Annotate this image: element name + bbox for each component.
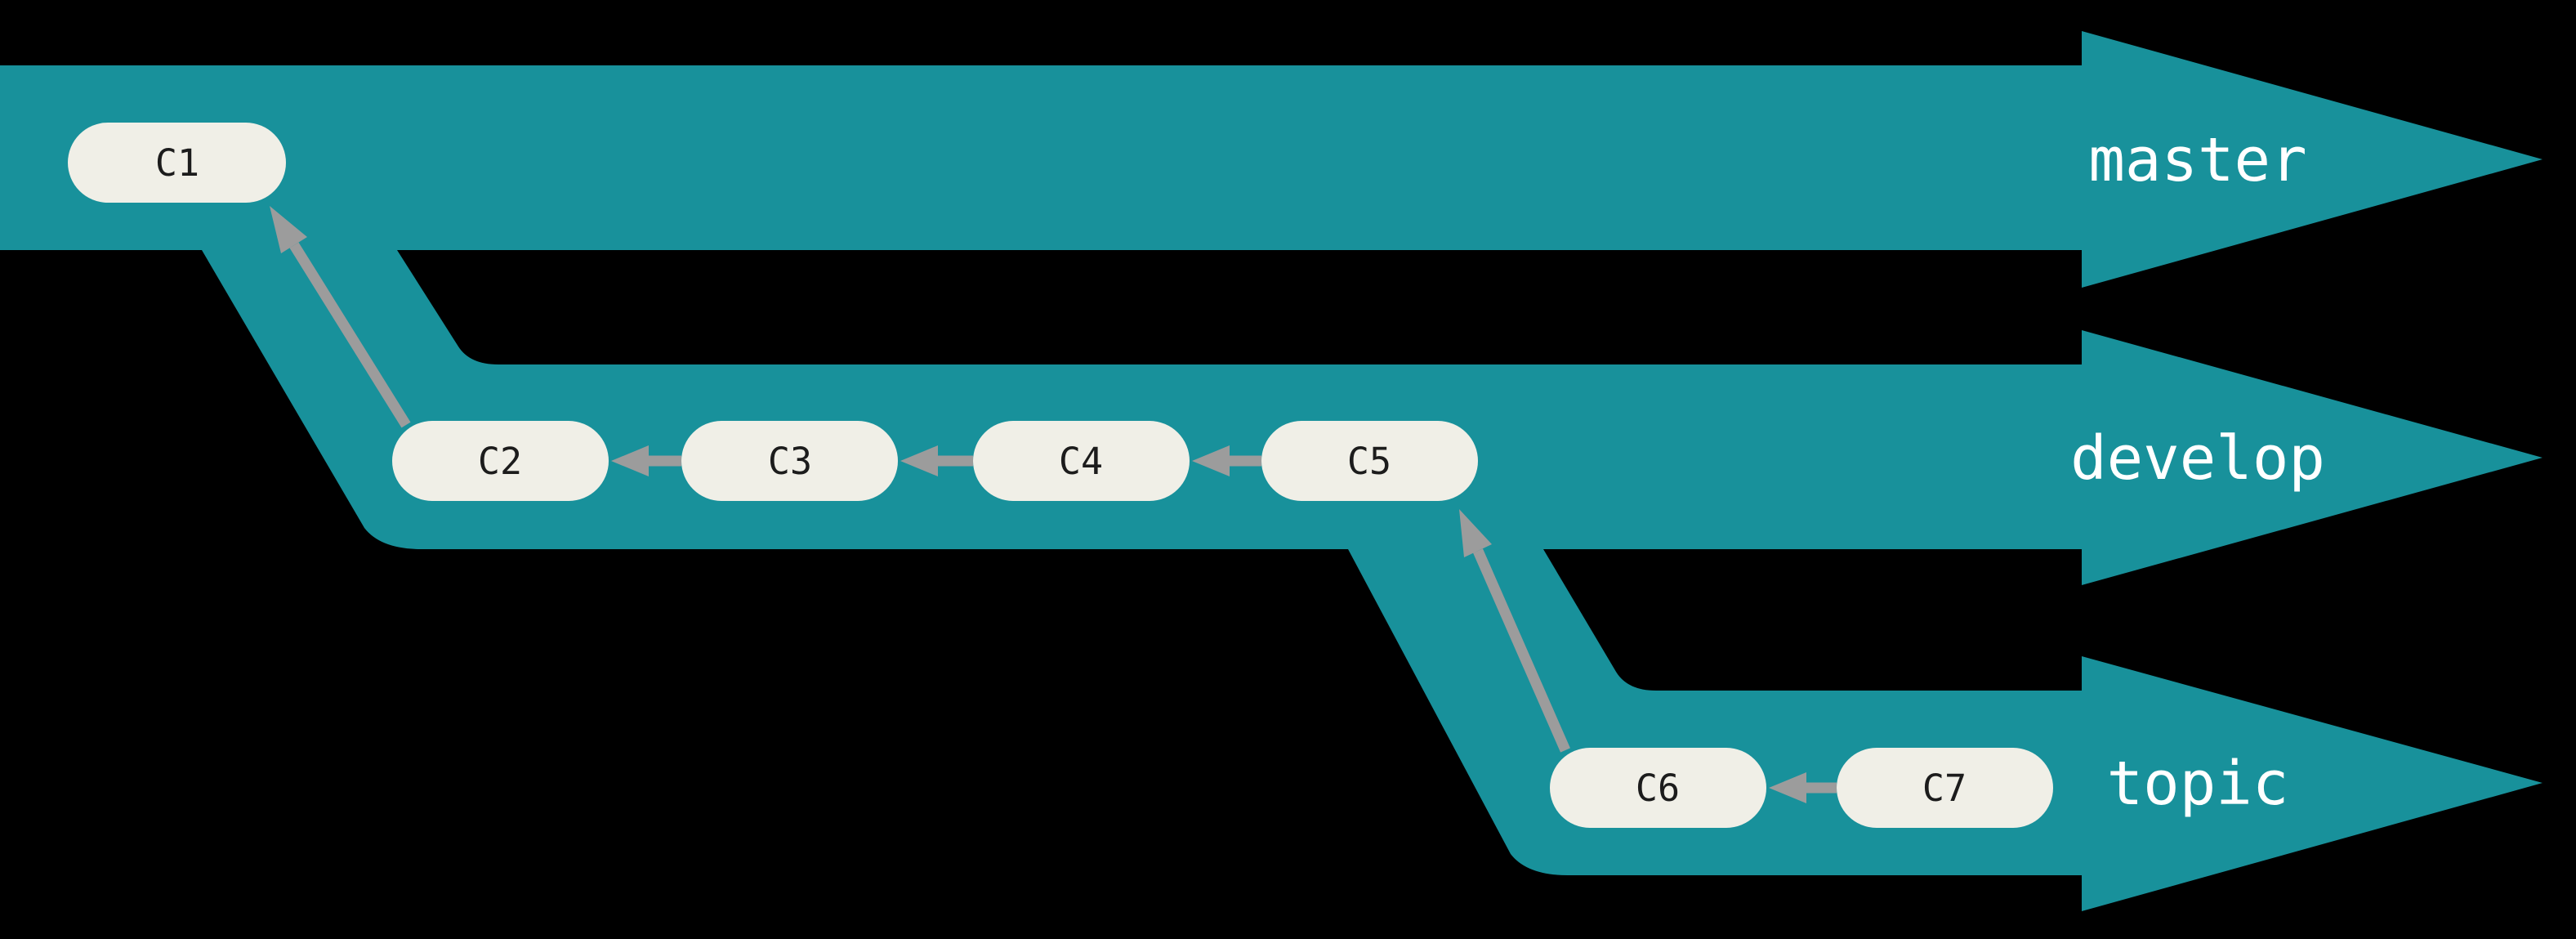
arrow-shaft [1473, 548, 1570, 753]
parent-arrow-c2-c1 [270, 206, 411, 428]
arrow-shaft [289, 242, 411, 428]
commit-nodes: C1 C2 C3 C4 C5 C6 C7 [68, 123, 2053, 828]
develop-branch-label: develop [2070, 423, 2325, 494]
master-ribbon-arrow [0, 31, 2543, 288]
topic-branch-label: topic [2107, 749, 2289, 819]
develop-ribbon-arrow [202, 250, 2543, 585]
commit-node-c2: C2 [392, 421, 609, 501]
commit-label-c7: C7 [1922, 767, 1967, 810]
arrow-head [1769, 772, 1806, 803]
commit-pill [1837, 748, 2053, 828]
commit-label-c5: C5 [1347, 440, 1391, 483]
arrow-head [900, 445, 938, 476]
commit-pill [68, 123, 286, 203]
commit-pill [973, 421, 1190, 501]
commit-node-c4: C4 [973, 421, 1190, 501]
commit-label-c3: C3 [768, 440, 812, 483]
commit-pill [1261, 421, 1478, 501]
arrow-head [1459, 509, 1492, 557]
parent-arrow-c6-c5 [1459, 509, 1570, 753]
arrow-head [1192, 445, 1230, 476]
commit-node-c5: C5 [1261, 421, 1478, 501]
commit-label-c2: C2 [478, 440, 522, 483]
parent-arrow-c5-c4 [1192, 445, 1261, 476]
parent-arrow-c3-c2 [611, 445, 681, 476]
commit-label-c4: C4 [1059, 440, 1103, 483]
commit-pill [1550, 748, 1766, 828]
commit-node-c3: C3 [681, 421, 898, 501]
commit-pill [392, 421, 609, 501]
branch-master: master [0, 31, 2543, 288]
parent-arrow-c4-c3 [900, 445, 973, 476]
parent-arrow-c7-c6 [1769, 772, 1837, 803]
arrow-head [270, 206, 307, 253]
arrow-head [611, 445, 649, 476]
commit-label-c1: C1 [155, 141, 199, 185]
branch-develop: develop [202, 250, 2543, 585]
parent-arrows [270, 206, 1837, 803]
commit-node-c6: C6 [1550, 748, 1766, 828]
commit-node-c7: C7 [1837, 748, 2053, 828]
commit-node-c1: C1 [68, 123, 286, 203]
commit-label-c6: C6 [1636, 767, 1680, 810]
commit-pill [681, 421, 898, 501]
master-branch-label: master [2088, 125, 2306, 195]
